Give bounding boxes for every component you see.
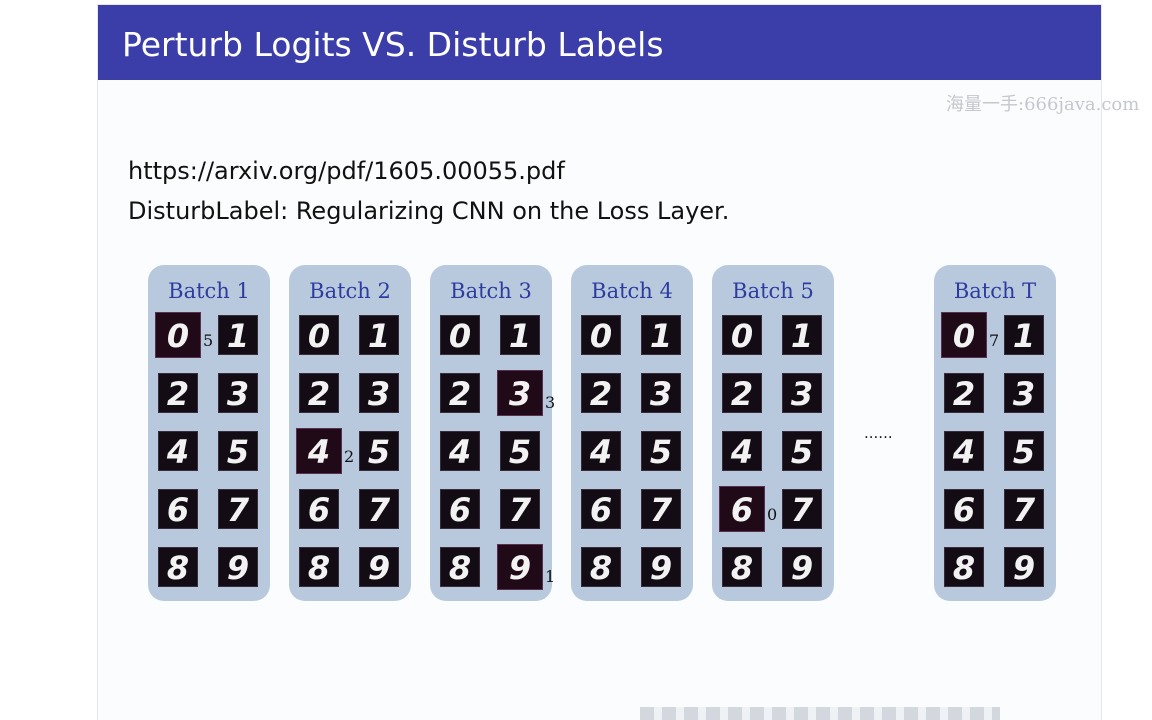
reference-paper-title: DisturbLabel: Regularizing CNN on the Lo… — [128, 197, 730, 225]
disturbed-digit-image: 6 — [719, 486, 765, 532]
disturbed-label: 3 — [545, 393, 556, 412]
digit-image: 1 — [500, 315, 540, 355]
digit-image: 2 — [299, 373, 339, 413]
digit-image: 9 — [782, 547, 822, 587]
digit-image: 1 — [641, 315, 681, 355]
digit-image: 5 — [1004, 431, 1044, 471]
digit-image: 2 — [722, 373, 762, 413]
slide-title: Perturb Logits VS. Disturb Labels — [122, 25, 664, 64]
digit-image: 0 — [440, 315, 480, 355]
digit-image: 3 — [359, 373, 399, 413]
disturbed-digit-image: 9 — [497, 544, 543, 590]
digit-image: 5 — [782, 431, 822, 471]
digit-image: 7 — [500, 489, 540, 529]
digit-image: 9 — [218, 547, 258, 587]
digit-image: 4 — [944, 431, 984, 471]
digit-image: 4 — [440, 431, 480, 471]
batch-title: Batch T — [953, 279, 1037, 303]
digit-image: 8 — [299, 547, 339, 587]
digit-image: 7 — [1004, 489, 1044, 529]
digit-image: 0 — [299, 315, 339, 355]
digit-image: 8 — [944, 547, 984, 587]
batch-title: Batch 4 — [591, 279, 673, 303]
digit-image: 0 — [722, 315, 762, 355]
batch-title: Batch 3 — [450, 279, 532, 303]
digit-image: 0 — [581, 315, 621, 355]
digit-image: 6 — [581, 489, 621, 529]
disturbed-digit-image: 3 — [497, 370, 543, 416]
digit-image: 9 — [1004, 547, 1044, 587]
digit-image: 6 — [299, 489, 339, 529]
digit-image: 8 — [581, 547, 621, 587]
digit-image: 5 — [641, 431, 681, 471]
digit-image: 3 — [218, 373, 258, 413]
ellipsis: ...... — [864, 424, 893, 442]
disturbed-digit-image: 4 — [296, 428, 342, 474]
digit-image: 9 — [641, 547, 681, 587]
watermark: 海量一手:666java.com — [946, 94, 1140, 115]
digit-image: 2 — [440, 373, 480, 413]
digit-image: 8 — [440, 547, 480, 587]
digit-image: 7 — [218, 489, 258, 529]
digit-image: 6 — [944, 489, 984, 529]
digit-image: 3 — [782, 373, 822, 413]
bottom-toolbar-strip — [640, 707, 1000, 720]
digit-image: 5 — [218, 431, 258, 471]
disturbed-label: 0 — [767, 505, 778, 524]
digit-image: 3 — [1004, 373, 1044, 413]
batch-title: Batch 5 — [732, 279, 814, 303]
disturbed-label: 5 — [203, 331, 214, 350]
digit-image: 1 — [782, 315, 822, 355]
digit-image: 7 — [359, 489, 399, 529]
digit-image: 4 — [722, 431, 762, 471]
digit-image: 8 — [158, 547, 198, 587]
digit-image: 7 — [641, 489, 681, 529]
reference-url: https://arxiv.org/pdf/1605.00055.pdf — [128, 157, 565, 185]
digit-image: 7 — [782, 489, 822, 529]
digit-image: 1 — [218, 315, 258, 355]
digit-image: 5 — [500, 431, 540, 471]
digit-image: 4 — [158, 431, 198, 471]
disturbed-digit-image: 0 — [155, 312, 201, 358]
digit-image: 2 — [944, 373, 984, 413]
disturbed-label: 2 — [344, 447, 355, 466]
digit-image: 2 — [158, 373, 198, 413]
slide: Perturb Logits VS. Disturb Labels 海量一手:6… — [98, 5, 1140, 720]
digit-image: 4 — [581, 431, 621, 471]
digit-image: 8 — [722, 547, 762, 587]
digit-image: 1 — [1004, 315, 1044, 355]
digit-image: 6 — [440, 489, 480, 529]
disturbed-digit-image: 0 — [941, 312, 987, 358]
digit-image: 2 — [581, 373, 621, 413]
digit-image: 6 — [158, 489, 198, 529]
batch-title: Batch 1 — [168, 279, 250, 303]
disturbed-label: 7 — [989, 331, 1000, 350]
digit-image: 1 — [359, 315, 399, 355]
digit-image: 5 — [359, 431, 399, 471]
digit-image: 9 — [359, 547, 399, 587]
batch-title: Batch 2 — [309, 279, 391, 303]
disturbed-label: 1 — [545, 567, 556, 586]
title-bar: Perturb Logits VS. Disturb Labels — [98, 5, 1101, 80]
digit-image: 3 — [641, 373, 681, 413]
